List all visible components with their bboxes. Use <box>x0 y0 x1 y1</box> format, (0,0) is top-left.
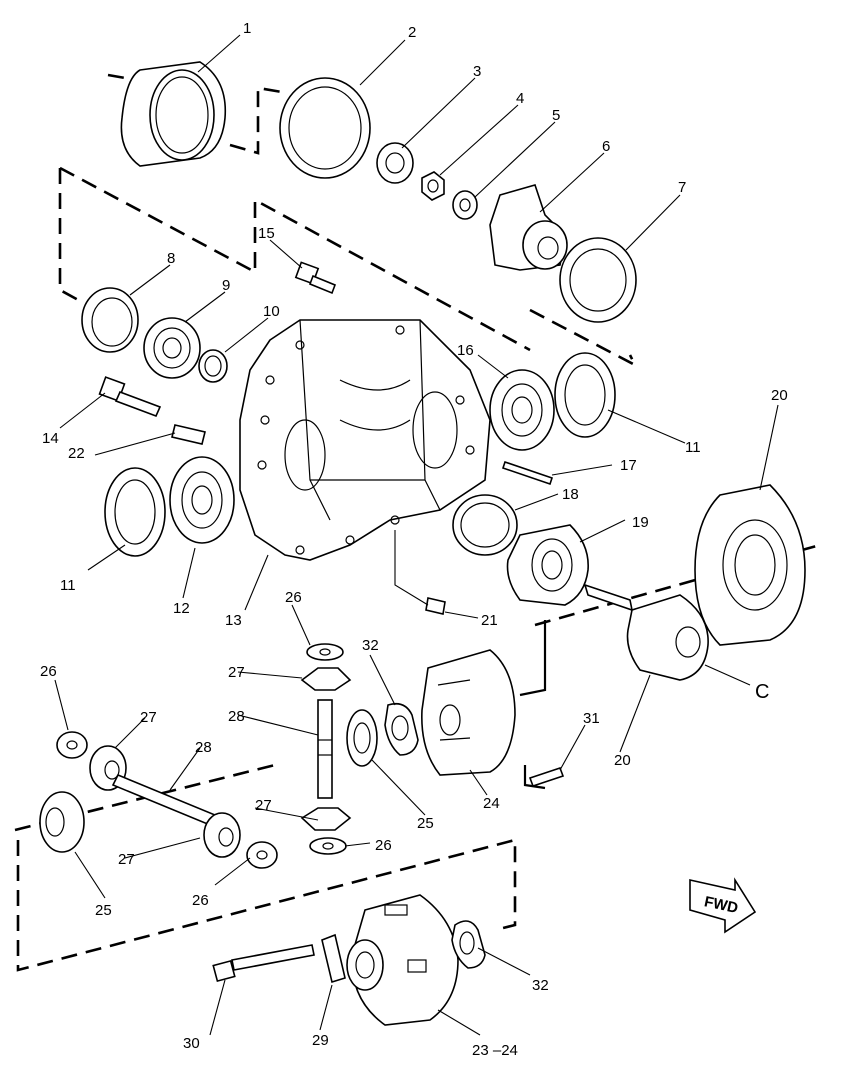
label-16: 16 <box>457 342 474 359</box>
label-26-left: 26 <box>40 663 57 680</box>
label-12: 12 <box>173 600 190 617</box>
part-29-lock <box>321 933 346 984</box>
fwd-arrow-icon: FWD <box>689 877 757 934</box>
label-13: 13 <box>225 612 242 629</box>
label-22: 22 <box>68 445 85 462</box>
part-15-bolt <box>294 261 337 295</box>
label-15: 15 <box>258 225 275 242</box>
label-8: 8 <box>167 250 175 267</box>
label-7: 7 <box>678 179 686 196</box>
label-3: 3 <box>473 63 481 80</box>
leader-lines <box>54 34 779 1036</box>
label-17: 17 <box>620 457 637 474</box>
part-27-pinion-right <box>203 812 241 858</box>
label-1: 1 <box>243 20 251 37</box>
part-21-dowel <box>425 597 446 615</box>
label-25-left: 25 <box>95 902 112 919</box>
label-30: 30 <box>183 1035 200 1052</box>
label-26-bottom: 26 <box>375 837 392 854</box>
part-26-washer-top <box>306 643 344 661</box>
label-14: 14 <box>42 430 59 447</box>
label-5: 5 <box>552 107 560 124</box>
part-19-bearing <box>506 524 589 606</box>
part-20-ring-gear <box>694 484 806 646</box>
part-31-pin <box>528 766 565 788</box>
label-20-pinion: 20 <box>614 752 631 769</box>
label-23-24: 23 –24 <box>472 1042 518 1059</box>
label-10: 10 <box>263 303 280 320</box>
part-7-seal <box>559 237 637 323</box>
part-25-side-gear-center <box>346 709 378 767</box>
label-19: 19 <box>632 514 649 531</box>
label-11-right: 11 <box>685 439 701 456</box>
part-17-pin <box>501 460 554 486</box>
label-2: 2 <box>408 24 416 41</box>
label-21: 21 <box>481 612 498 629</box>
label-28-vertical: 28 <box>228 708 245 725</box>
part-11-adjuster-left <box>104 467 166 557</box>
part-4-hex-nut <box>421 171 445 201</box>
part-10-spacer <box>198 349 228 383</box>
label-c: C <box>755 681 769 703</box>
part-13-housing <box>239 319 491 561</box>
part-12-bearing <box>169 456 235 544</box>
label-29: 29 <box>312 1032 329 1049</box>
part-3-nut <box>376 142 414 184</box>
part-28-cross-shaft-vertical <box>317 699 333 799</box>
part-1-bearing-cup <box>120 61 227 167</box>
part-25-side-gear-left <box>39 791 85 853</box>
part-27-pinion-bottom <box>300 807 352 831</box>
label-18: 18 <box>562 486 579 503</box>
part-22-dowel <box>171 424 206 445</box>
label-11-left: 11 <box>60 577 76 594</box>
label-32-upper: 32 <box>362 637 379 654</box>
part-11-adjuster-right <box>554 352 616 438</box>
part-32-shim-lower <box>451 920 486 969</box>
label-28-horizontal: 28 <box>195 739 212 756</box>
part-2-bearing-race <box>279 77 371 179</box>
label-26-lower: 26 <box>192 892 209 909</box>
label-6: 6 <box>602 138 610 155</box>
label-25-center: 25 <box>417 815 434 832</box>
part-6-yoke <box>489 184 568 271</box>
part-26-washer-right <box>246 841 278 869</box>
label-32-lower: 32 <box>532 977 549 994</box>
part-23-24-case-half <box>346 894 459 1026</box>
part-26-washer-bottom <box>309 837 347 855</box>
label-4: 4 <box>516 90 524 107</box>
part-14-bolt <box>98 376 162 418</box>
label-31: 31 <box>583 710 600 727</box>
label-9: 9 <box>222 277 230 294</box>
label-26-top: 26 <box>285 589 302 606</box>
fwd-arrow-label: FWD <box>703 893 740 917</box>
part-30-bolt <box>212 944 315 983</box>
label-27-left: 27 <box>140 709 157 726</box>
label-27-top: 27 <box>228 664 245 681</box>
part-26-washer-left <box>56 731 88 759</box>
label-27-lower: 27 <box>118 851 135 868</box>
part-20-pinion-gear <box>583 583 709 681</box>
label-20-ring: 20 <box>771 387 788 404</box>
part-5-washer <box>452 190 478 220</box>
part-27-pinion-top <box>300 667 352 691</box>
label-24: 24 <box>483 795 500 812</box>
part-18-shim <box>452 494 518 556</box>
part-8-bearing-cup <box>81 287 139 353</box>
part-16-bearing <box>489 369 555 451</box>
label-27-mid: 27 <box>255 797 272 814</box>
part-9-bearing <box>143 317 201 379</box>
part-32-shim-upper <box>384 702 419 756</box>
part-labels: 1 2 3 4 5 6 7 8 9 10 11 11 12 13 14 15 1… <box>40 20 788 1059</box>
part-24-diff-case <box>421 649 516 776</box>
